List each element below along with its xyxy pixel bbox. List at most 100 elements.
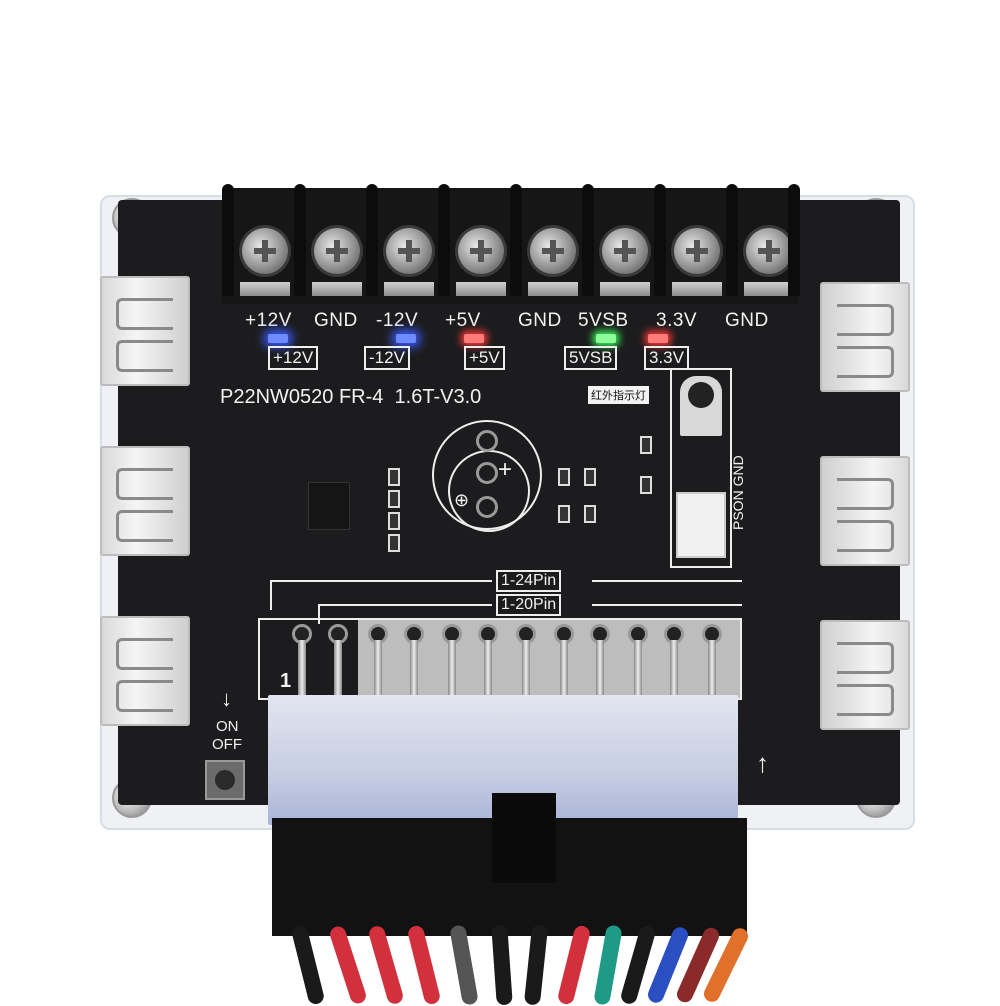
screw-icon [242, 228, 288, 274]
terminal-divider [438, 184, 450, 296]
gnd-label: GND [730, 455, 746, 487]
smd-resistor [558, 505, 570, 523]
smd-resistor [388, 534, 400, 552]
terminal-divider [294, 184, 306, 296]
pin-leg [334, 640, 342, 700]
wire-black [290, 924, 326, 1006]
power-button[interactable] [205, 760, 245, 800]
pin-leg [670, 640, 678, 700]
usb-port-right-1[interactable] [820, 282, 910, 392]
pin24-label: 1-24Pin [496, 570, 562, 592]
usb-slot [116, 298, 173, 330]
pin-leg [298, 640, 306, 700]
terminal-divider [366, 184, 378, 296]
terminal-divider [222, 184, 234, 296]
terminal-screw-gnd[interactable] [522, 196, 584, 300]
led-label: +12V [268, 346, 319, 370]
terminal-screw-gnd[interactable] [306, 196, 368, 300]
usb-slot [116, 468, 173, 500]
pin-leg [596, 640, 604, 700]
wire-black [491, 924, 513, 1006]
usb-port-left-1[interactable] [100, 276, 190, 386]
usb-port-right-3[interactable] [820, 620, 910, 730]
ic-chip [308, 482, 350, 530]
usb-slot [116, 680, 173, 712]
rail-label: GND [314, 310, 358, 331]
usb-port-right-2[interactable] [820, 456, 910, 566]
pson-gnd-label: PSON GND [730, 455, 746, 530]
led-3v3 [648, 334, 668, 343]
pin24-guide-line [592, 580, 742, 582]
pin-leg [560, 640, 568, 700]
pin-leg [522, 640, 530, 700]
terminal-screw-plus12v[interactable] [234, 196, 296, 300]
wire-red [367, 924, 405, 1006]
pin24-guide-line [270, 580, 492, 582]
usb-port-left-3[interactable] [100, 616, 190, 726]
led-label: 5VSB [564, 346, 618, 370]
pin20-guide-line [592, 604, 742, 606]
screw-icon [386, 228, 432, 274]
pin-leg [448, 640, 456, 700]
board-version: 1.6T-V3.0 [394, 386, 482, 408]
ir-lens-icon [688, 382, 714, 408]
screw-icon [602, 228, 648, 274]
terminal-divider [510, 184, 522, 296]
smd-resistor [388, 490, 400, 508]
usb-slot [837, 478, 894, 510]
terminal-screw-minus12v[interactable] [378, 196, 440, 300]
pin20-label: 1-20Pin [496, 594, 562, 616]
screw-icon [746, 228, 792, 274]
on-label: ON [216, 718, 239, 735]
led-plus12v [268, 334, 288, 343]
usb-slot [116, 638, 173, 670]
led-label: +5V [464, 346, 505, 370]
screw-icon [530, 228, 576, 274]
led-5vsb [596, 334, 616, 343]
usb-slot [837, 304, 894, 336]
smd-resistor [388, 468, 400, 486]
usb-slot [837, 684, 894, 716]
pin-leg [708, 640, 716, 700]
ir-receiver [680, 376, 722, 436]
rail-label: GND [725, 310, 769, 331]
terminal-divider [654, 184, 666, 296]
usb-slot [837, 346, 894, 378]
board-marking: P22NW0520 FR-4 1.6T-V3.0 [220, 386, 481, 409]
terminal-screw-3v3[interactable] [666, 196, 728, 300]
led-label: 3.3V [644, 346, 689, 370]
terminal-divider [788, 184, 800, 296]
led-minus12v [396, 334, 416, 343]
terminal-plate [240, 282, 290, 296]
pin-leg [410, 640, 418, 700]
terminal-plate [672, 282, 722, 296]
down-arrow-icon: ↓ [221, 686, 232, 711]
pin24-guide-line [270, 580, 272, 610]
wire-red [556, 924, 592, 1006]
smd-resistor [640, 436, 652, 454]
wire-black [523, 924, 549, 1006]
wire-gray [449, 924, 479, 1006]
terminal-screw-5vsb[interactable] [594, 196, 656, 300]
atx-plug-latch[interactable] [492, 793, 556, 883]
pin-leg [634, 640, 642, 700]
led-label: -12V [364, 346, 410, 370]
board-material: FR-4 [338, 386, 384, 408]
terminal-divider [582, 184, 594, 296]
usb-slot [116, 340, 173, 372]
up-arrow-icon: ↑ [756, 748, 769, 778]
wire-red [328, 924, 368, 1006]
terminal-plate [456, 282, 506, 296]
capacitor-pad [476, 462, 498, 484]
rail-label: 5VSB [578, 310, 629, 331]
smd-resistor [584, 468, 596, 486]
rail-label: GND [518, 310, 562, 331]
terminal-screw-plus5v[interactable] [450, 196, 512, 300]
usb-slot [837, 520, 894, 552]
usb-port-left-2[interactable] [100, 446, 190, 556]
terminal-plate [528, 282, 578, 296]
board-id: P22NW0520 [220, 386, 334, 408]
terminal-screw-gnd[interactable] [738, 196, 800, 300]
smd-resistor [640, 476, 652, 494]
pson-header [676, 492, 726, 558]
